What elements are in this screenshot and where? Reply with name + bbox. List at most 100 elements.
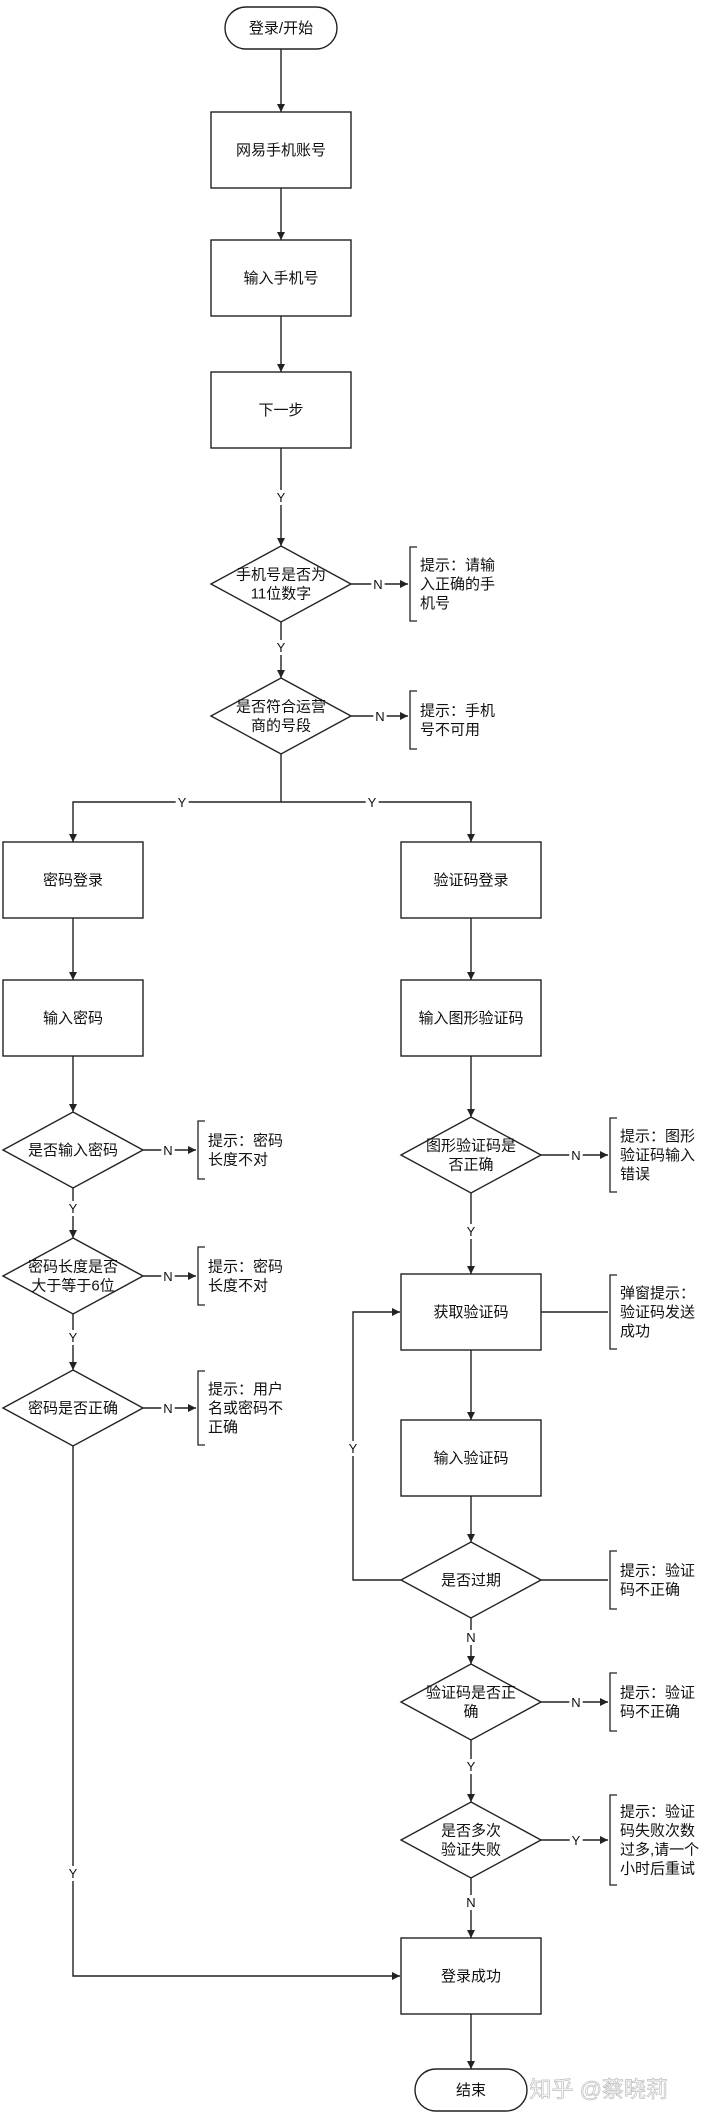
success-box-line: 登录成功 (441, 1968, 501, 1985)
start-terminator-terminator (224, 6, 338, 50)
code-decision-code-diamond (399, 1663, 543, 1741)
watermark: 知乎 @蔡晓莉 (530, 2077, 668, 2102)
code-note-fail-bracket (609, 1794, 617, 1886)
decision-phone-11-line: 手机号是否为 (236, 567, 326, 584)
code-note-image-line: 提示：图形 (620, 1128, 695, 1145)
label-y-code-expired-bg (346, 1441, 360, 1456)
code-decision-expired: 是否过期 (399, 1541, 543, 1619)
label-n-pwd-entered-bg (161, 1143, 175, 1158)
step-next-box (210, 371, 352, 449)
arrow-code-expired-loop (352, 1308, 401, 1581)
code-note-fail-line: 小时后重试 (620, 1861, 695, 1878)
pwd-input-box (2, 979, 144, 1057)
code-input-line: 输入验证码 (433, 1450, 508, 1467)
label-n-phone11: N (373, 577, 382, 592)
code-note-fail-line: 过多,请一个 (620, 1842, 699, 1859)
code-input: 输入验证码 (400, 1419, 542, 1497)
label-y-code-fail-bg (569, 1833, 583, 1848)
code-note-fail-line: 提示：验证 (620, 1804, 695, 1821)
pwd-note-correct-line: 正确 (208, 1419, 238, 1436)
step-next: 下一步 (210, 371, 352, 449)
arrow-split-password (69, 801, 281, 842)
code-decision-fail-diamond (399, 1801, 543, 1879)
label-n-code-fail-bg (464, 1895, 478, 1910)
pwd-note-correct-line: 名或密码不 (208, 1400, 283, 1417)
label-y-pwd-entered-bg (66, 1201, 80, 1216)
decision-carrier-line: 是否符合运营 (236, 699, 326, 716)
code-decision-fail-line: 是否多次 (441, 1823, 501, 1840)
code-note-popup-line: 弹窗提示： (620, 1284, 695, 1302)
pwd-input: 输入密码 (2, 979, 144, 1057)
code-get: 获取验证码 (400, 1273, 542, 1351)
code-note-popup-line: 成功 (620, 1323, 650, 1340)
label-n-code-expired-bg (464, 1630, 478, 1645)
code-note-fail-line: 码失败次数 (620, 1823, 695, 1840)
pwd-decision-length-line: 大于等于6位 (31, 1277, 114, 1295)
label-y-pwd-correct: Y (69, 1866, 78, 1881)
pwd-decision-length-diamond (1, 1237, 145, 1315)
start-terminator-line: 登录/开始 (249, 20, 313, 37)
label-n-carrier: N (375, 709, 384, 724)
code-note-image-line: 错误 (620, 1166, 650, 1183)
success-box: 登录成功 (400, 1937, 542, 2015)
pwd-note-correct-bracket (197, 1370, 205, 1446)
pwd-decision-correct-diamond (1, 1369, 145, 1447)
label-y-password: Y (178, 795, 187, 810)
code-login-box (400, 841, 542, 919)
label-y-pwd-length-bg (66, 1330, 80, 1345)
label-y-code-image-bg (464, 1224, 478, 1239)
decision-carrier-diamond (209, 677, 353, 755)
step-next-line: 下一步 (258, 402, 303, 419)
end-terminator: 结束 (414, 2068, 528, 2112)
note-phone-unusable-line: 提示：手机 (420, 703, 495, 720)
code-decision-code-line: 确 (463, 1704, 478, 1721)
code-note-popup-line: 验证码发送 (620, 1304, 695, 1321)
code-decision-image-line: 图形验证码是 (426, 1138, 516, 1155)
code-decision-expired-diamond (399, 1541, 543, 1619)
pwd-decision-entered-diamond (1, 1111, 145, 1189)
label-n-pwd-entered: N (163, 1143, 172, 1158)
label-y-code: Y (368, 795, 377, 810)
code-decision-expired-line: 是否过期 (441, 1572, 501, 1589)
code-decision-code-line: 验证码是否正 (426, 1685, 516, 1702)
label-y-pwd-entered: Y (69, 1201, 78, 1216)
label-n-phone11-bg (371, 577, 385, 592)
pwd-note-length-bracket (197, 1246, 205, 1306)
note-phone-invalid-line: 入正确的手 (420, 576, 495, 593)
success-box-box (400, 1937, 542, 2015)
code-note-expired-line: 提示：验证 (620, 1563, 695, 1580)
code-login-line: 验证码登录 (433, 872, 508, 889)
note-phone-unusable-bracket (409, 690, 417, 750)
code-login: 验证码登录 (400, 841, 542, 919)
pwd-note-length-line: 长度不对 (208, 1278, 268, 1295)
code-note-image-line: 验证码输入 (620, 1147, 695, 1164)
decision-phone-11-diamond (209, 545, 353, 623)
label-y-code-image: Y (467, 1224, 476, 1239)
pwd-login-box (2, 841, 144, 919)
code-input-image-box (400, 979, 542, 1057)
code-note-expired-bracket (609, 1550, 617, 1610)
label-n-pwd-correct-bg (161, 1401, 175, 1416)
code-input-image: 输入图形验证码 (400, 979, 542, 1057)
label-n-carrier-bg (373, 709, 387, 724)
label-n-pwd-correct: N (163, 1401, 172, 1416)
code-get-line: 获取验证码 (433, 1304, 508, 1321)
pwd-note-length-line: 提示：密码 (208, 1259, 283, 1276)
connectors (69, 49, 608, 2069)
end-terminator-terminator (414, 2068, 528, 2112)
start-terminator: 登录/开始 (224, 6, 338, 50)
nodes: 登录/开始网易手机账号输入手机号下一步手机号是否为11位数字提示：请输入正确的手… (1, 6, 699, 2112)
pwd-decision-correct: 密码是否正确 (1, 1369, 145, 1447)
pwd-decision-correct-line: 密码是否正确 (28, 1400, 118, 1417)
pwd-login: 密码登录 (2, 841, 144, 919)
